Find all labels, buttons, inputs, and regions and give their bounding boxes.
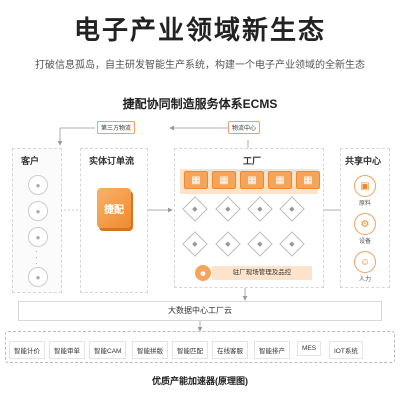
- material-icon: ▣: [354, 175, 376, 197]
- factory-title: 工厂: [243, 156, 262, 166]
- accelerator-item: IOT系统: [329, 341, 363, 359]
- accelerator-item: 智能审单: [49, 341, 85, 359]
- system-title: 捷配协同制造服务体系ECMS: [122, 97, 278, 111]
- accelerator-caption: 优质产能加速器(原理图): [152, 376, 248, 386]
- ellipsis-icon: ···: [35, 247, 38, 268]
- inspector-icon: ☻: [195, 265, 211, 281]
- workforce-icon: ☺: [354, 251, 376, 273]
- factory-building-icon: ▦: [268, 171, 292, 189]
- factory-building-icon: ▦: [184, 171, 208, 189]
- factory-building-icon: ▦: [212, 171, 236, 189]
- factory-building-icon: ▦: [240, 171, 264, 189]
- accelerator-item: 智能CAM: [89, 341, 127, 359]
- customer-icon: ●: [28, 201, 48, 221]
- customers-title: 客户: [21, 156, 40, 166]
- page-title: 电子产业领域新生态: [73, 15, 326, 45]
- accelerator-item: 智能拼版: [132, 341, 168, 359]
- accelerator-item: 智能计价: [9, 341, 45, 359]
- third-party-logistics-tag: 第三方物流: [97, 121, 136, 134]
- accelerator-item: 智能排产: [254, 341, 290, 359]
- accelerator-item: 智能匹配: [172, 341, 208, 359]
- order-flow-title: 实体订单流: [89, 156, 135, 166]
- shared-center-title: 共享中心: [345, 156, 382, 166]
- page-subtitle: 打破信息孤岛，自主研发智能生产系统，构建一个电子产业领域的全新生态: [35, 60, 365, 71]
- factory-building-icon: ▦: [296, 171, 320, 189]
- shared-item-label: 设备: [358, 239, 371, 245]
- customer-icon: ●: [28, 227, 48, 247]
- shared-item-label: 人力: [358, 277, 371, 283]
- factory-management-label: 驻厂现场管理及品控: [212, 266, 312, 280]
- customers-panel: 客户 ● ● ● ··· ●: [12, 148, 62, 293]
- customer-icon: ●: [28, 267, 48, 287]
- accelerator-item: 在线客服: [212, 341, 248, 359]
- accelerator-item: MES: [297, 341, 322, 356]
- accelerator-panel: [5, 331, 395, 363]
- equipment-icon: ⚙: [354, 213, 376, 235]
- shared-item-label: 原料: [358, 201, 371, 207]
- big-data-bar: 大数据中心工厂云: [18, 301, 382, 321]
- logistics-center-tag: 物流中心: [228, 121, 261, 134]
- customer-icon: ●: [28, 175, 48, 195]
- jiepei-logo-icon: 捷配: [97, 188, 131, 228]
- jiepei-logo-text: 捷配: [104, 204, 124, 216]
